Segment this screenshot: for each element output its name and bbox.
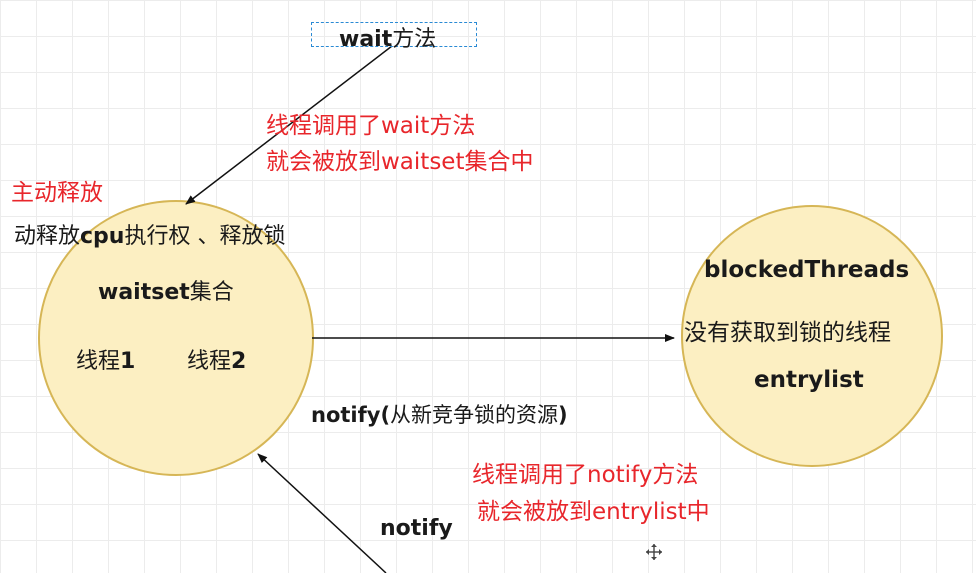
edge-notify-keyword: notify(	[311, 403, 391, 427]
edge-notify-close: )	[558, 403, 568, 427]
caption-release: 动释放cpu执行权 、释放锁	[14, 218, 285, 250]
waitset-title-bold: waitset	[98, 280, 190, 305]
wait-suffix: 方法	[392, 27, 437, 52]
note-wait-line2: 就会被放到waitset集合中	[266, 149, 534, 175]
caption-release-part2: 执行权 、释放锁	[124, 224, 286, 249]
caption-release-cpu: cpu	[80, 224, 125, 249]
edge-notify-label[interactable]: notify(从新竞争锁的资源)	[311, 399, 568, 429]
wait-keyword: wait	[339, 27, 393, 52]
caption-release-part1: 动释放	[14, 224, 81, 249]
entrylist-description: 没有获取到锁的线程	[684, 320, 891, 346]
waitset-title-rest: 集合	[189, 280, 234, 305]
thread-2-text: 线程	[187, 349, 232, 374]
thread-1-num: 1	[120, 349, 136, 374]
thread-1-text: 线程	[76, 349, 121, 374]
note-wait-line1: 线程调用了wait方法	[266, 113, 476, 139]
wait-node-selection[interactable]	[311, 22, 477, 47]
label-active-release: 主动释放	[11, 180, 103, 206]
thread-2-num: 2	[231, 349, 247, 374]
edge-notify-text: 从新竞争锁的资源	[390, 403, 559, 427]
entrylist-title: blockedThreads	[704, 257, 910, 283]
notify-label[interactable]: notify	[380, 516, 453, 541]
note-notify-line2: 就会被放到entrylist中	[477, 499, 710, 525]
arrow-wait-to-waitset[interactable]	[185, 45, 393, 205]
thread-1-label: 线程1	[76, 343, 135, 375]
wait-node-label[interactable]: wait方法	[339, 21, 436, 53]
arrow-notify-to-waitset[interactable]	[257, 453, 387, 573]
entrylist-name: entrylist	[754, 367, 864, 393]
waitset-title: waitset集合	[98, 274, 234, 306]
thread-2-label: 线程2	[187, 343, 246, 375]
move-cursor-icon	[646, 544, 662, 560]
note-notify-line1: 线程调用了notify方法	[472, 462, 699, 488]
entrylist-circle[interactable]	[681, 205, 943, 467]
